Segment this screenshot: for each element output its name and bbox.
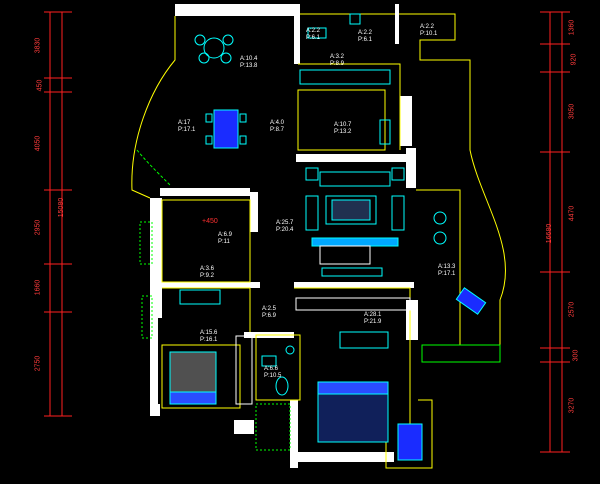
wardrobe-hatch [235,245,411,405]
furniture [169,13,487,461]
right-dim-4: 16680 [546,223,554,244]
right-dim-2: 920 [570,53,578,66]
left-dimension-lines [44,11,72,417]
right-dim-1: 1360 [568,19,576,36]
left-dim-3: 4050 [34,135,42,152]
planters [136,149,501,451]
left-dim-4: 15080 [58,197,66,218]
exterior-walls [150,4,418,468]
right-dimension-lines [540,11,570,453]
left-dim-5: 2950 [34,219,42,236]
left-dim-7: 2750 [34,355,42,372]
left-dim-1: 3830 [34,37,42,54]
right-dim-8: 3270 [568,397,576,414]
right-dim-6: 2570 [568,301,576,318]
left-dim-2: 450 [36,79,44,92]
wall-outlines [131,13,506,469]
right-dim-3: 3050 [568,103,576,120]
step-label: +450 [202,218,218,225]
right-dim-7: 300 [572,349,580,362]
right-dim-5: 4470 [568,205,576,222]
left-dim-6: 1660 [34,279,42,296]
